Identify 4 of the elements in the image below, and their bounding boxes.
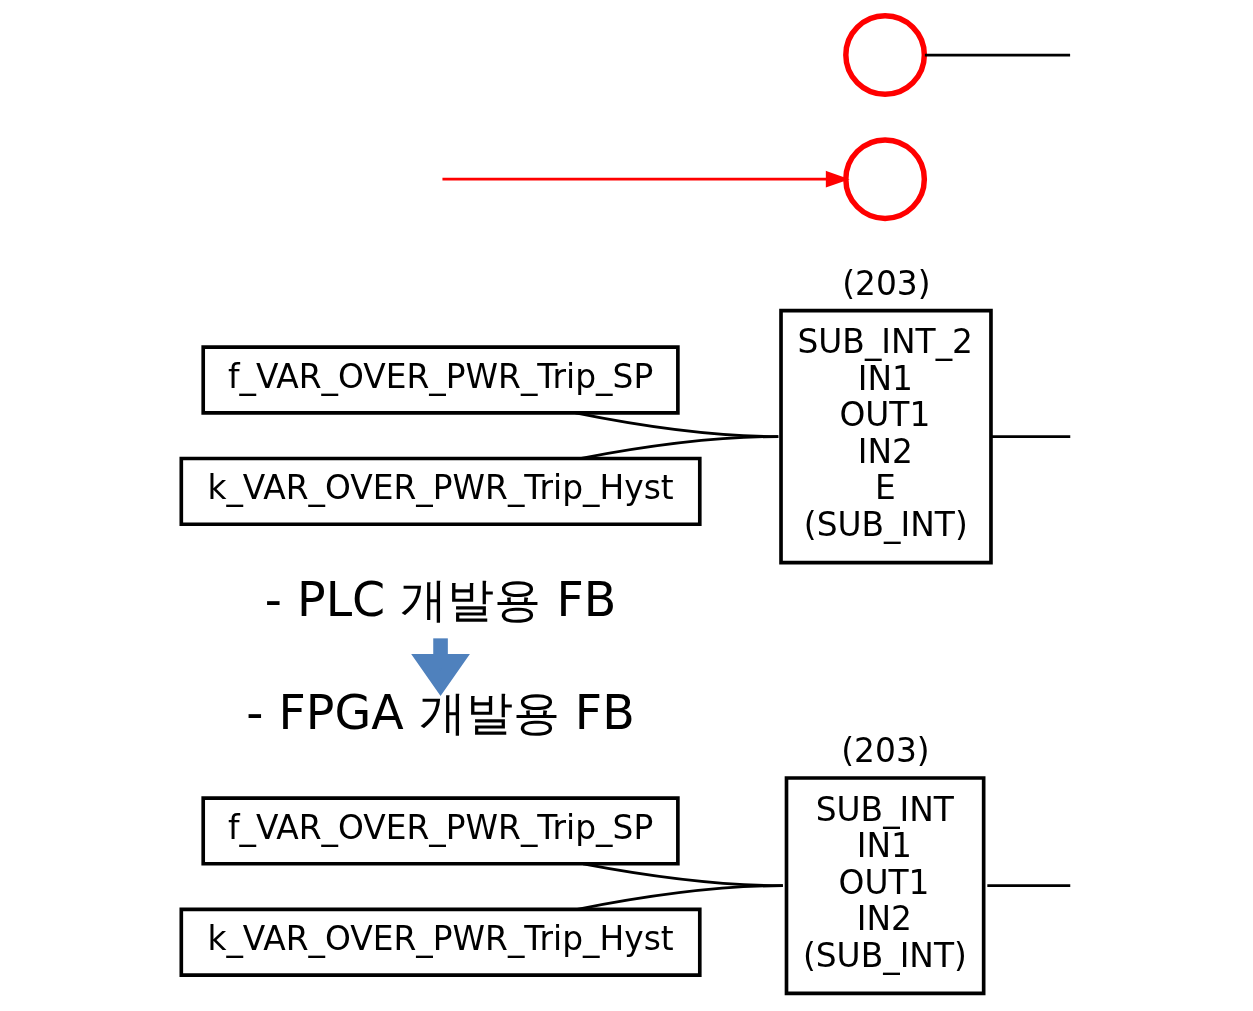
node-label: (203) xyxy=(842,263,931,303)
node-text: - FPGA 개발용 FB xyxy=(246,685,635,741)
node-label: (203) xyxy=(841,731,930,771)
node-text: - PLC 개발용 FB xyxy=(264,572,617,628)
